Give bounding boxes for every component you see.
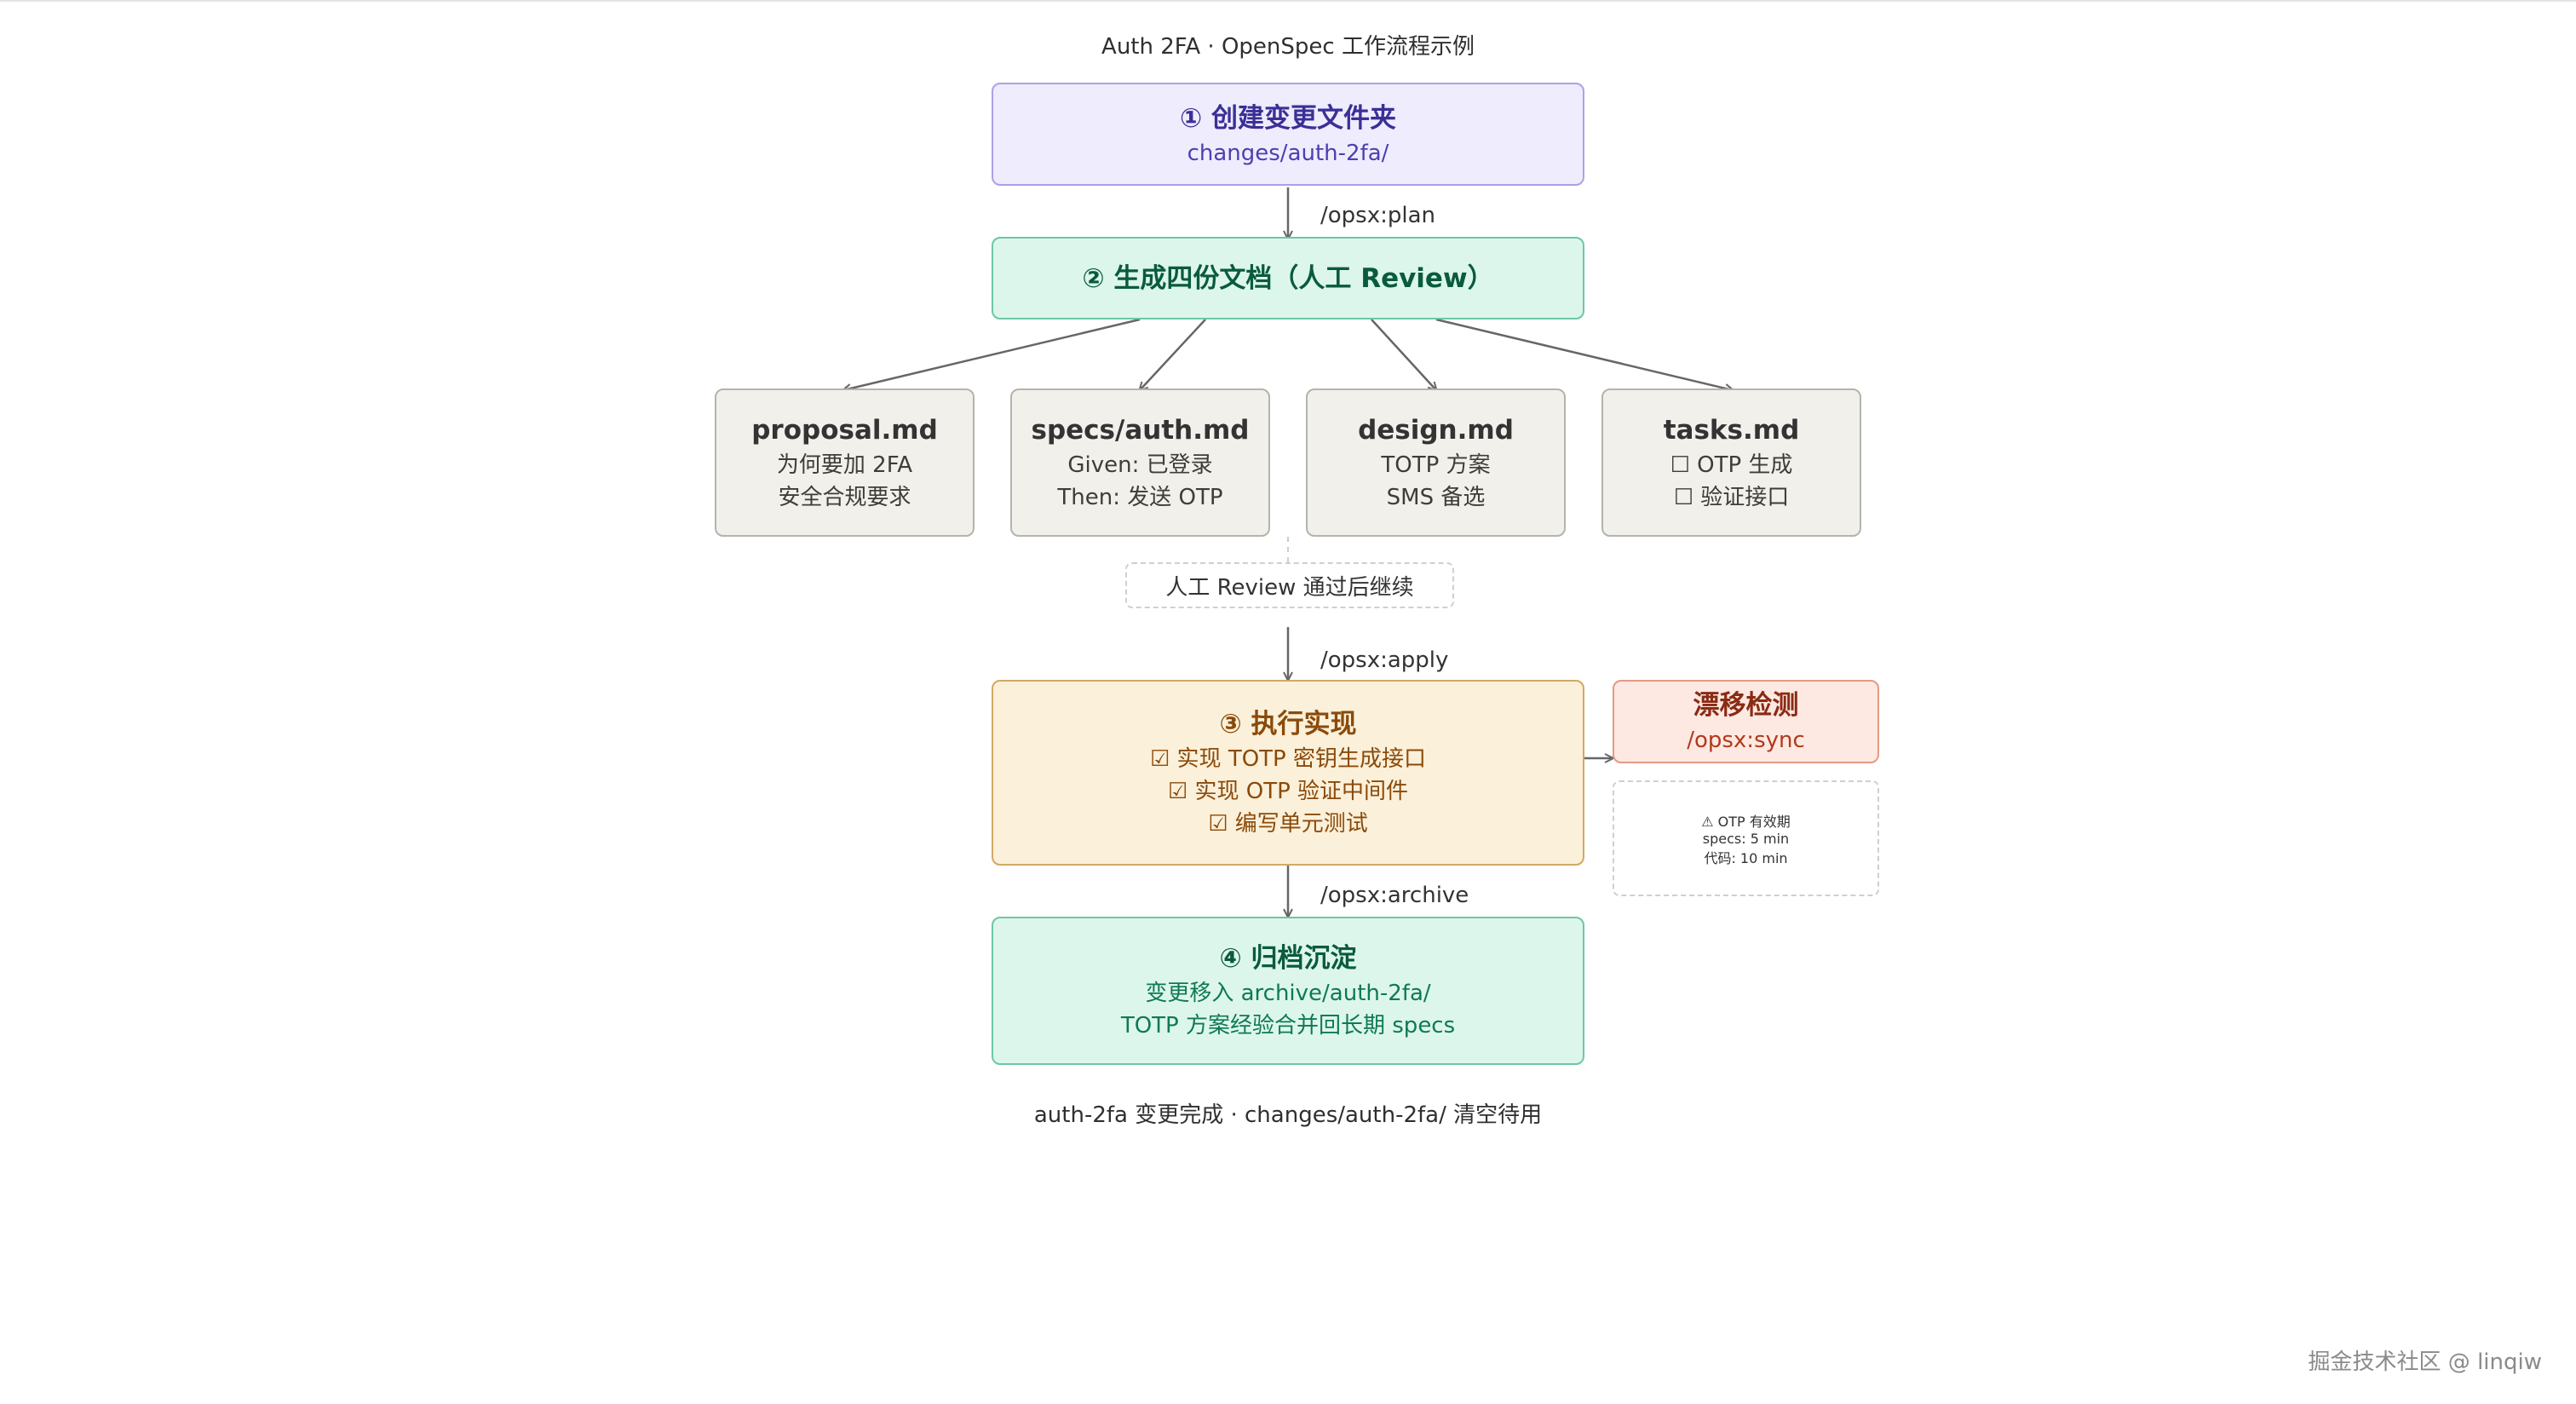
doc-design: design.md TOTP 方案 SMS 备选 (1306, 388, 1566, 537)
diagram-title: Auth 2FA · OpenSpec 工作流程示例 (1101, 34, 1475, 60)
doc-specs: specs/auth.md Given: 已登录 Then: 发送 OTP (1010, 388, 1270, 537)
drift-detection: 漂移检测 /opsx:sync (1613, 680, 1879, 763)
step4-title: ④ 归档沉淀 (1219, 943, 1357, 974)
doc-specs-title: specs/auth.md (1031, 415, 1250, 446)
step4-line1: 变更移入 archive/auth-2fa/ (1145, 981, 1431, 1006)
step4-archive: ④ 归档沉淀 变更移入 archive/auth-2fa/ TOTP 方案经验合… (992, 917, 1584, 1065)
step3-item1: ☑ 实现 TOTP 密钥生成接口 (1149, 746, 1426, 772)
doc-proposal: proposal.md 为何要加 2FA 安全合规要求 (715, 388, 975, 537)
doc-specs-line2: Then: 发送 OTP (1057, 485, 1223, 510)
arrow-to-proposal (843, 318, 1141, 390)
step1-create-folder: ① 创建变更文件夹 changes/auth-2fa/ (992, 83, 1584, 186)
step1-subtitle: changes/auth-2fa/ (1187, 140, 1389, 166)
step2-generate-docs: ② 生成四份文档（人工 Review） (992, 237, 1584, 319)
footer-caption: auth-2fa 变更完成 · changes/auth-2fa/ 清空待用 (1033, 1102, 1543, 1128)
doc-tasks: tasks.md ☐ OTP 生成 ☐ 验证接口 (1601, 388, 1861, 537)
step4-line2: TOTP 方案经验合并回长期 specs (1120, 1013, 1456, 1039)
drift-note-line1: specs: 5 min (1702, 830, 1790, 847)
review-gate-text: 人工 Review 通过后继续 (1165, 574, 1414, 601)
watermark: 掘金技术社区 @ linqiw (2308, 1349, 2542, 1375)
edge-label-plan: /opsx:plan (1320, 203, 1436, 228)
doc-tasks-line2: ☐ 验证接口 (1673, 485, 1790, 510)
step1-title: ① 创建变更文件夹 (1179, 102, 1397, 134)
doc-proposal-line1: 为何要加 2FA (776, 452, 913, 478)
step3-item3: ☑ 编写单元测试 (1208, 811, 1368, 837)
drift-note-title: ⚠ OTP 有效期 (1701, 813, 1791, 830)
doc-tasks-line1: ☐ OTP 生成 (1670, 452, 1793, 478)
top-divider (0, 0, 2576, 2)
drift-note: ⚠ OTP 有效期 specs: 5 min 代码: 10 min (1613, 780, 1879, 896)
drift-note-line2: 代码: 10 min (1704, 849, 1788, 866)
arrow-to-tasks (1435, 318, 1733, 390)
review-gate-note: 人工 Review 通过后继续 (1125, 562, 1454, 608)
edge-label-apply: /opsx:apply (1320, 647, 1449, 673)
step3-implement: ③ 执行实现 ☑ 实现 TOTP 密钥生成接口 ☑ 实现 OTP 验证中间件 ☑… (992, 680, 1584, 866)
step3-item2: ☑ 实现 OTP 验证中间件 (1167, 779, 1409, 804)
arrow-to-design (1371, 319, 1436, 390)
doc-specs-line1: Given: 已登录 (1067, 452, 1213, 478)
doc-design-line2: SMS 备选 (1386, 485, 1486, 510)
doc-design-line1: TOTP 方案 (1381, 452, 1491, 478)
doc-proposal-title: proposal.md (751, 415, 938, 446)
doc-tasks-title: tasks.md (1663, 415, 1800, 446)
step3-title: ③ 执行实现 (1219, 709, 1357, 739)
step2-title: ② 生成四份文档（人工 Review） (1082, 262, 1494, 294)
edge-label-archive: /opsx:archive (1320, 883, 1469, 908)
doc-design-title: design.md (1358, 415, 1514, 446)
drift-subtitle: /opsx:sync (1687, 728, 1805, 753)
doc-proposal-line2: 安全合规要求 (778, 485, 911, 510)
drift-title: 漂移检测 (1693, 690, 1799, 721)
arrow-to-specs (1140, 319, 1206, 390)
